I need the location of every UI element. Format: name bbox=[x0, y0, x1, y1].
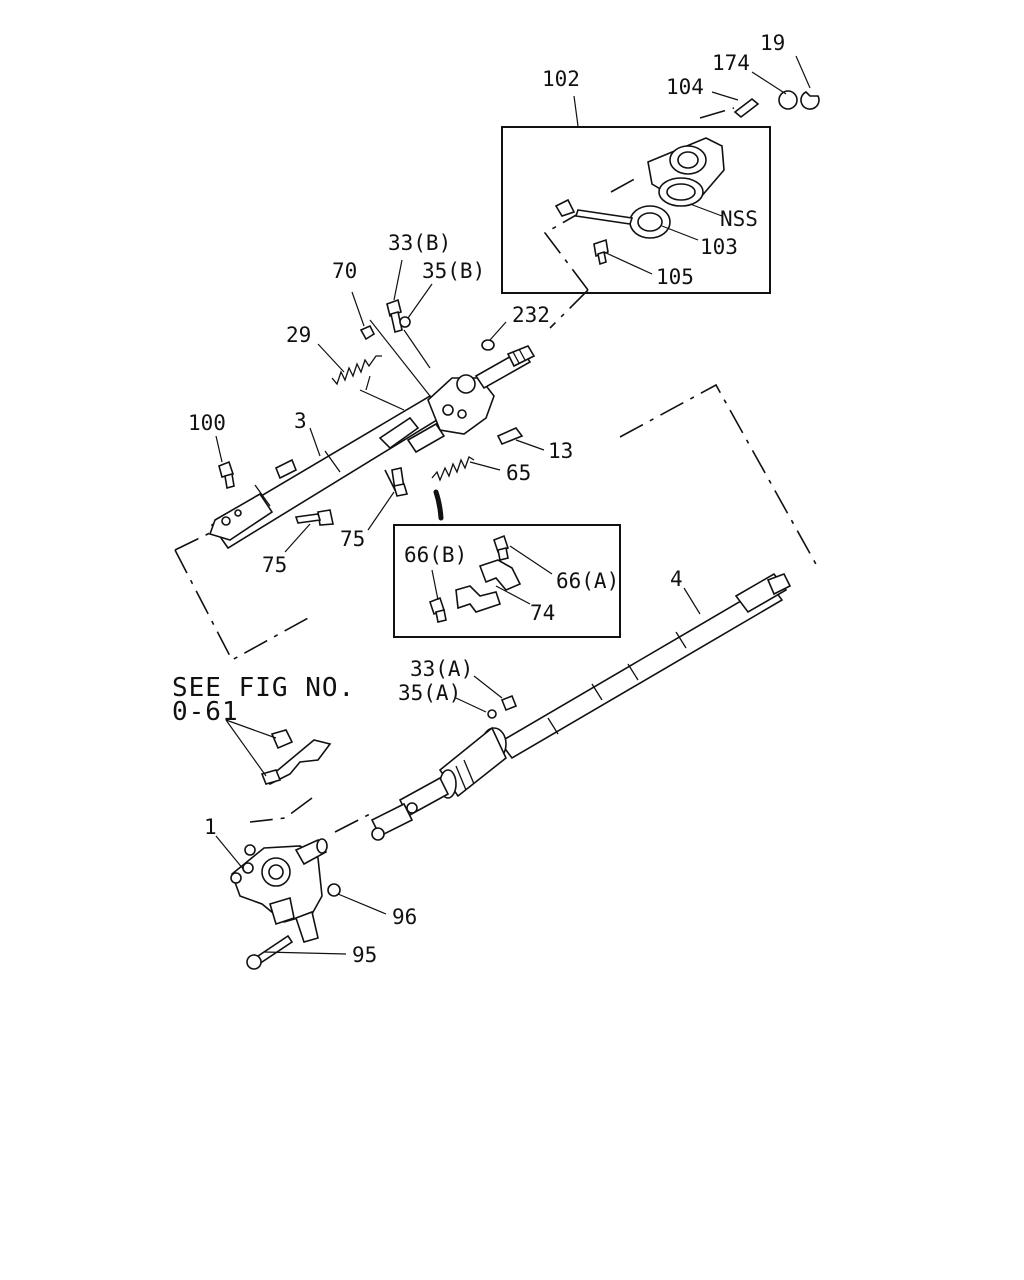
callout-3: 3 bbox=[294, 409, 307, 433]
shaft-boot bbox=[438, 726, 507, 799]
universal-joint bbox=[370, 776, 450, 841]
leader-lines bbox=[215, 55, 811, 955]
callout-70: 70 bbox=[332, 259, 357, 283]
column-head-housing bbox=[406, 345, 536, 454]
callout-65: 65 bbox=[506, 461, 531, 485]
callout-100: 100 bbox=[188, 411, 226, 435]
callout-labels: 19 174 104 102 NSS 103 105 33(B) 35(B) 7… bbox=[188, 31, 785, 967]
callout-35a: 35(A) bbox=[398, 681, 461, 705]
bracket-74-assembly bbox=[429, 534, 522, 623]
intermediate-shaft bbox=[498, 572, 792, 760]
callout-75-right: 75 bbox=[340, 527, 365, 551]
harness-connector bbox=[433, 489, 444, 521]
column-fasteners bbox=[218, 298, 524, 526]
callout-4: 4 bbox=[670, 567, 683, 591]
callout-13: 13 bbox=[548, 439, 573, 463]
callout-102: 102 bbox=[542, 67, 580, 91]
washer-35a bbox=[487, 709, 497, 719]
bolt-95-head bbox=[246, 954, 262, 970]
reference-note-line1: SEE FIG NO. bbox=[172, 673, 355, 703]
washer-174 bbox=[778, 90, 798, 110]
callout-29: 29 bbox=[286, 323, 311, 347]
bolt-33a bbox=[500, 694, 518, 712]
callout-66b: 66(B) bbox=[404, 543, 467, 567]
callout-75-left: 75 bbox=[262, 553, 287, 577]
nut-96 bbox=[327, 883, 341, 897]
callout-174: 174 bbox=[712, 51, 750, 75]
spring-29 bbox=[331, 355, 382, 386]
alignment-lines bbox=[174, 107, 818, 833]
lock-cylinder-assembly bbox=[554, 137, 725, 266]
callout-19: 19 bbox=[760, 31, 785, 55]
callout-33a: 33(A) bbox=[410, 657, 473, 681]
detail-box-102 bbox=[501, 126, 771, 294]
callout-104: 104 bbox=[666, 75, 704, 99]
bolt-104 bbox=[733, 97, 760, 119]
spring-65 bbox=[431, 456, 475, 482]
detail-box-74 bbox=[393, 524, 621, 638]
callout-nss: NSS bbox=[720, 207, 758, 231]
callout-74: 74 bbox=[530, 601, 555, 625]
gear-mount-bracket bbox=[260, 729, 332, 785]
callout-66a: 66(A) bbox=[556, 569, 619, 593]
clip-19 bbox=[800, 91, 820, 110]
callout-35b: 35(B) bbox=[422, 259, 485, 283]
callout-95: 95 bbox=[352, 943, 377, 967]
steering-gear-box bbox=[230, 838, 341, 943]
callout-232: 232 bbox=[512, 303, 550, 327]
callout-96: 96 bbox=[392, 905, 417, 929]
callout-1: 1 bbox=[204, 815, 217, 839]
callout-33b: 33(B) bbox=[388, 231, 451, 255]
callout-103: 103 bbox=[700, 235, 738, 259]
reference-note-line2: 0-61 bbox=[172, 697, 239, 727]
callout-105: 105 bbox=[656, 265, 694, 289]
